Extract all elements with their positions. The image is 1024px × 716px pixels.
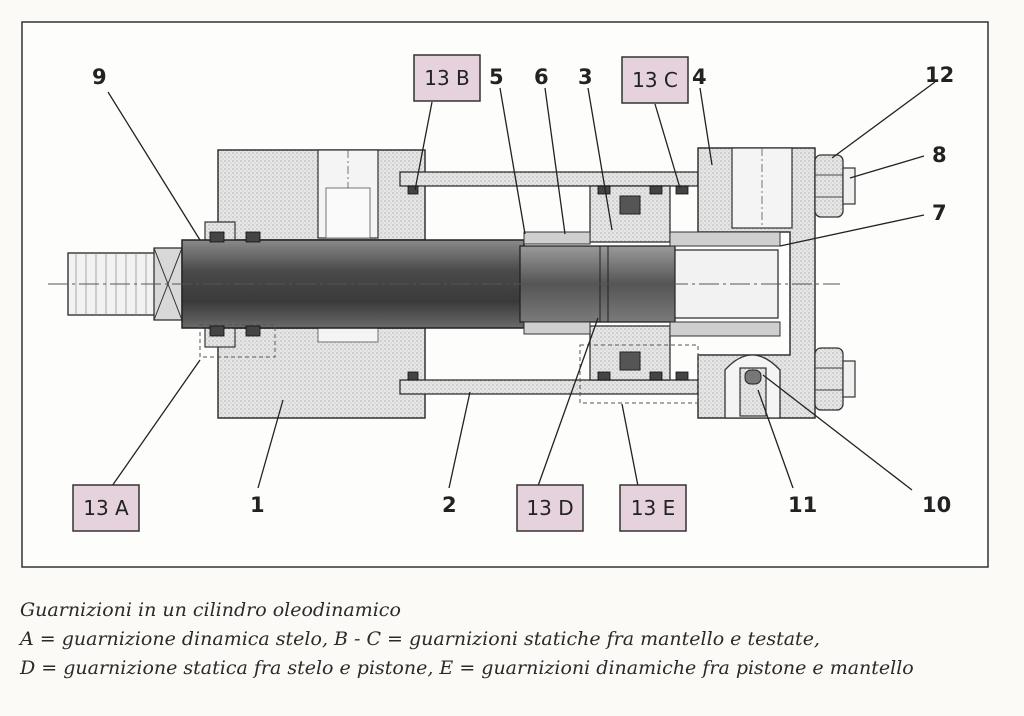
small-seals	[209, 185, 689, 381]
part-label-11: 11	[788, 493, 817, 517]
part-label-12: 12	[925, 63, 954, 87]
part-label-2: 2	[442, 493, 457, 517]
part-label-10: 10	[922, 493, 951, 517]
seal-label-13b: 13 B	[424, 66, 470, 90]
bleed-ball	[744, 369, 762, 385]
part-label-6: 6	[534, 65, 549, 89]
retainer-top	[523, 231, 591, 245]
piston-seal-bottom	[619, 351, 641, 371]
part-label-4: 4	[692, 65, 707, 89]
detail-box-e	[579, 344, 699, 404]
front-bush-bottom	[317, 327, 379, 343]
caption-title: Guarnizioni in un cilindro oleodinamico	[20, 599, 401, 621]
seal-label-13d: 13 D	[526, 496, 573, 520]
caption-line-1: A = guarnizione dinamica stelo, B - C = …	[20, 628, 820, 650]
seal-box-13d: 13 D	[516, 484, 584, 532]
retainer-bottom	[523, 321, 591, 335]
seal-box-13e: 13 E	[619, 484, 687, 532]
rear-bush-bottom	[669, 321, 781, 337]
tube-top	[399, 171, 699, 187]
seal-box-13a: 13 A	[72, 484, 140, 532]
seal-label-13c: 13 C	[632, 68, 678, 92]
part-label-5: 5	[489, 65, 504, 89]
part-label-3: 3	[578, 65, 593, 89]
seal-box-13b: 13 B	[413, 54, 481, 102]
part-label-8: 8	[932, 143, 947, 167]
part-label-9: 9	[92, 65, 107, 89]
tube-bottom	[399, 379, 699, 395]
nut-bottom	[814, 347, 856, 411]
seal-label-13e: 13 E	[631, 496, 675, 520]
rear-bush-top	[669, 231, 781, 247]
seal-box-13c: 13 C	[621, 56, 689, 104]
piston-seal-top	[619, 195, 641, 215]
detail-box-a	[199, 324, 276, 358]
part-label-7: 7	[932, 201, 947, 225]
part-label-1: 1	[250, 493, 265, 517]
front-port-inner	[325, 187, 371, 239]
seal-label-13a: 13 A	[83, 496, 129, 520]
leader-lines	[107, 81, 936, 491]
figure-caption: Guarnizioni in un cilindro oleodinamico …	[20, 596, 1010, 683]
caption-line-2: D = guarnizione statica fra stelo e pist…	[20, 657, 914, 679]
